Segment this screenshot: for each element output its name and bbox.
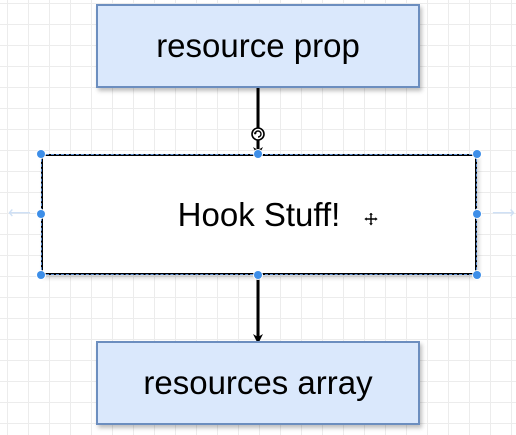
resize-handle-bottom-left[interactable]: [37, 271, 45, 279]
connect-arrow-left-icon[interactable]: ⟵: [8, 205, 31, 222]
resize-handle-top-left[interactable]: [37, 150, 45, 158]
resize-handle-top[interactable]: [254, 150, 262, 158]
move-cursor-icon: [364, 212, 378, 226]
node-label: resources array: [143, 364, 373, 401]
rotate-handle-icon[interactable]: [250, 126, 266, 142]
resize-handle-right[interactable]: [473, 210, 481, 218]
connect-arrow-right-icon[interactable]: ⟶: [492, 205, 515, 222]
node-label: resource prop: [156, 27, 360, 64]
node-resource-prop[interactable]: resource prop: [96, 4, 420, 88]
resize-handle-bottom[interactable]: [254, 271, 262, 279]
node-resources-array[interactable]: resources array: [96, 341, 420, 425]
node-hook-stuff[interactable]: Hook Stuff!: [41, 154, 477, 275]
resize-handle-top-right[interactable]: [473, 150, 481, 158]
resize-handle-left[interactable]: [37, 210, 45, 218]
node-label: Hook Stuff!: [177, 195, 341, 233]
resize-handle-bottom-right[interactable]: [473, 271, 481, 279]
